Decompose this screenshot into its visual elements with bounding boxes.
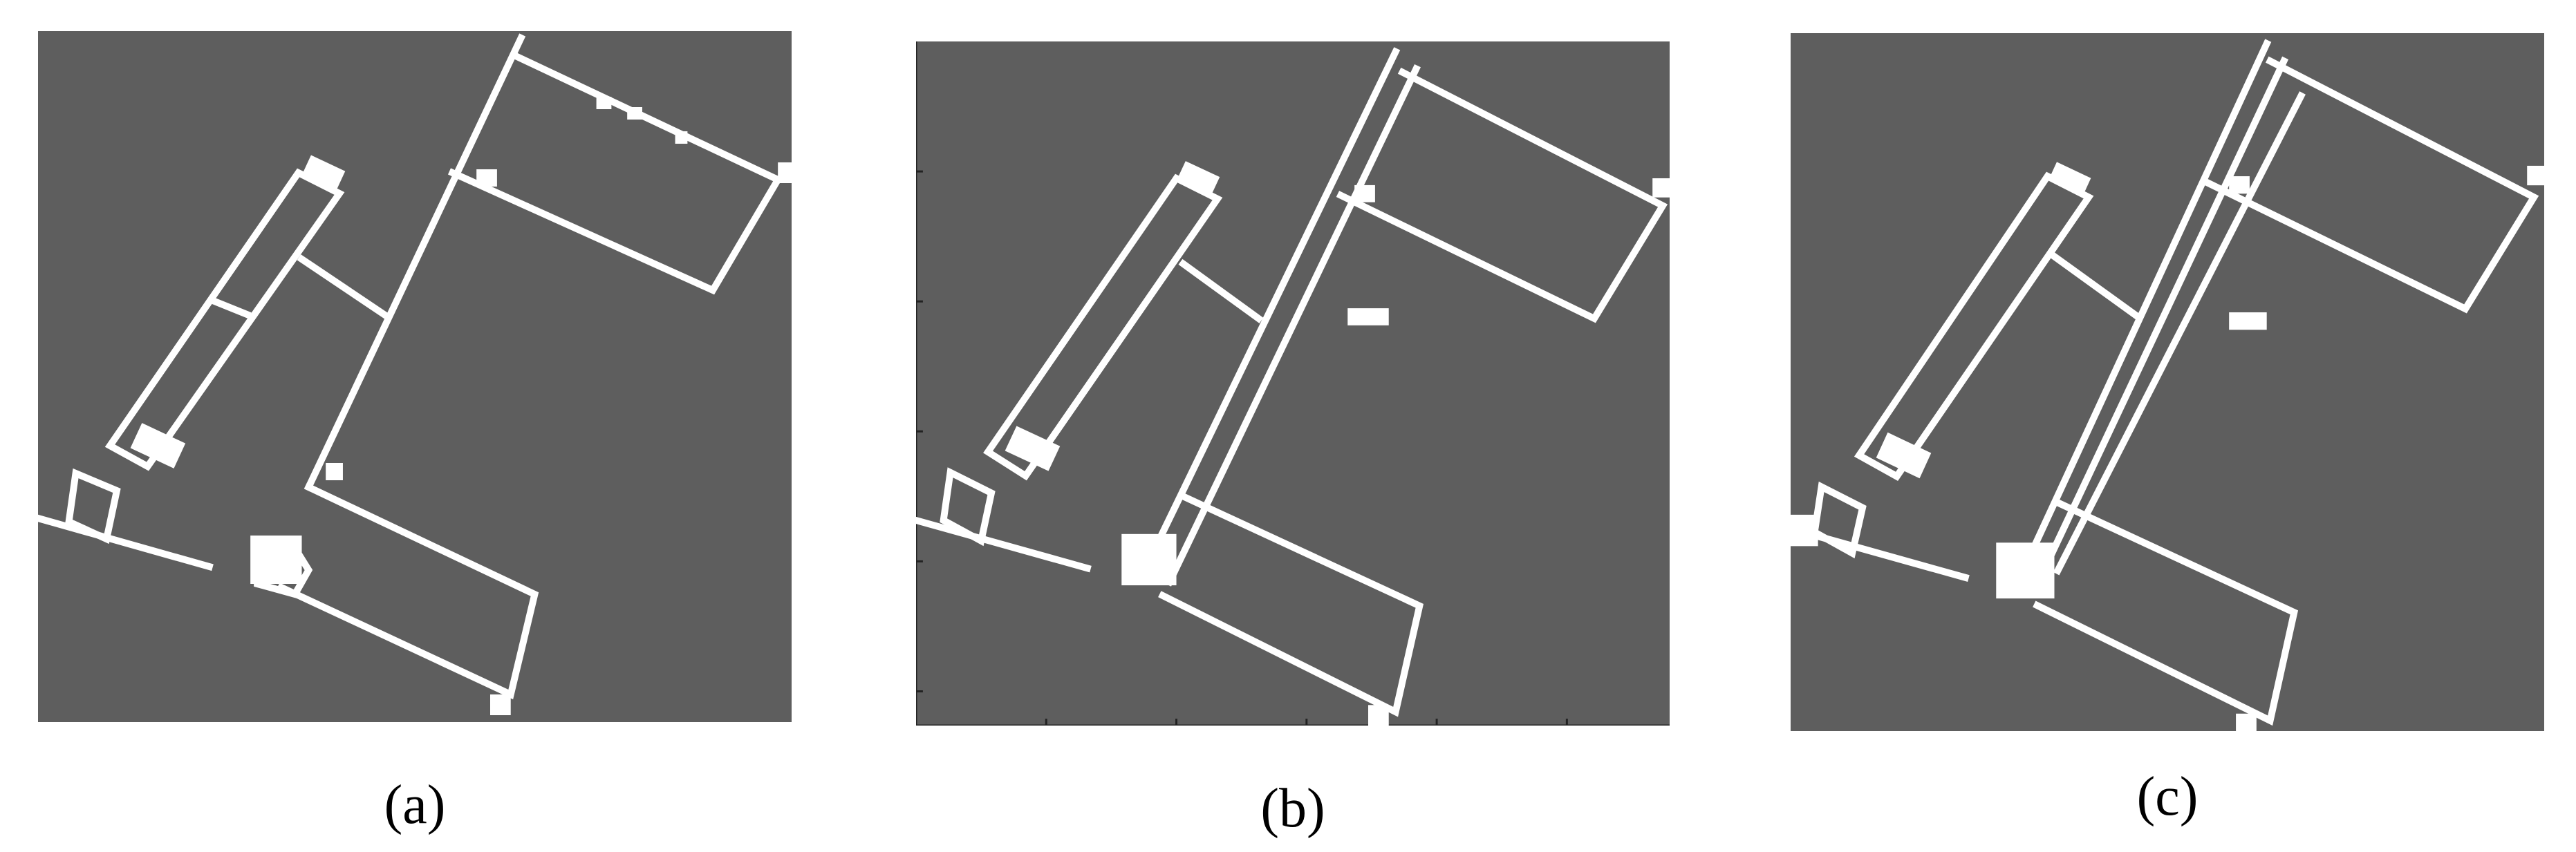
upper-block (2203, 56, 2539, 314)
upper-block (1336, 67, 1668, 323)
clutter (130, 97, 792, 715)
connector (297, 254, 389, 319)
main-corridor-2 (1165, 64, 1421, 587)
lower-block (2033, 500, 2299, 726)
occupancy-map-b (916, 41, 1670, 726)
axis-ticks (916, 41, 1670, 726)
corridors (1791, 39, 2539, 726)
clutter (1005, 161, 1670, 726)
panel-caption-a: (a) (384, 775, 446, 835)
lower-block (277, 482, 539, 700)
clutter (1791, 162, 2544, 731)
map-panel-c: (c) (1791, 33, 2544, 824)
occupancy-map-c (1791, 33, 2544, 731)
left-tall-block (983, 173, 1223, 481)
left-wall (38, 514, 214, 571)
left-wall (1791, 524, 1970, 583)
upper-block (447, 50, 783, 295)
map-background (916, 41, 1670, 726)
main-corridor (304, 33, 526, 492)
map-background (38, 31, 792, 722)
main-corridor-1 (2012, 39, 2272, 589)
map-panel-b: (b) (916, 41, 1670, 836)
main-corridor-2 (2033, 56, 2289, 589)
connector (2049, 252, 2142, 321)
lower-block (1158, 491, 1424, 717)
main-corridor-3 (2053, 91, 2306, 576)
connector-2 (208, 296, 252, 319)
map-panel-a: (a) (38, 31, 792, 833)
occupancy-map-a (38, 31, 792, 722)
panel-caption-b: (b) (1260, 778, 1325, 839)
corridors (916, 47, 1668, 717)
main-corridor-1 (1137, 47, 1401, 580)
panel-caption-c: (c) (2136, 766, 2199, 827)
left-wall (916, 516, 1092, 573)
connector (1178, 258, 1264, 323)
map-background (1791, 33, 2544, 731)
left-tall-block (104, 168, 345, 471)
